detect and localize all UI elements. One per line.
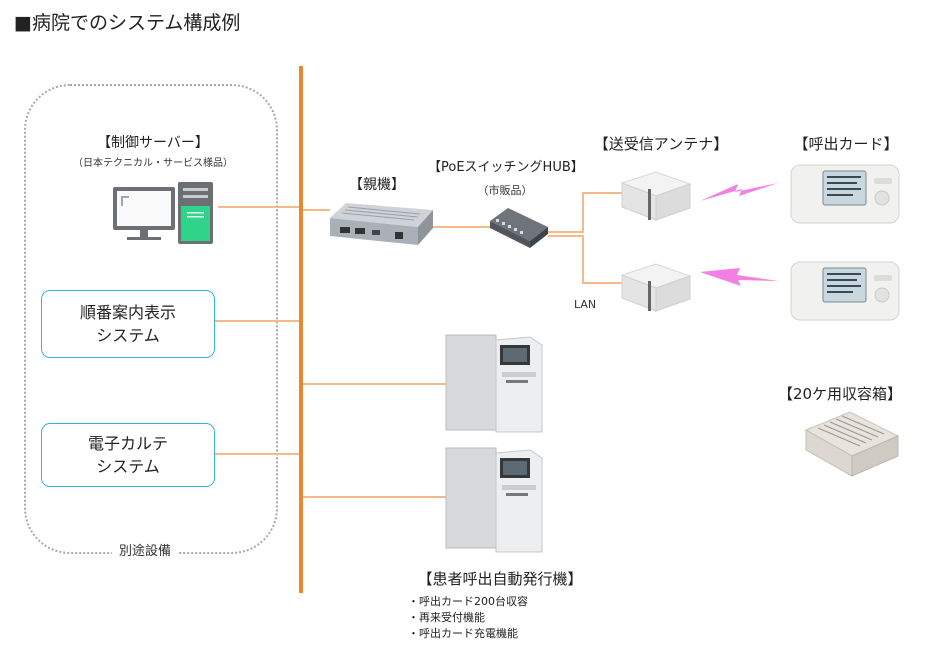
link-hub-antenna-1	[548, 192, 622, 233]
emr-system-line1: 電子カルテ	[87, 434, 168, 453]
display-system-line2: システム	[96, 326, 160, 345]
kiosk-feature-item: ・再来受付機能	[408, 611, 485, 624]
group-label: 別途設備	[112, 540, 179, 559]
parent-title: 【親機】	[349, 177, 405, 193]
server-title: 【制御サーバー】	[97, 135, 209, 151]
kiosk-feature-list: ・呼出カード200台収容 ・再来受付機能 ・呼出カード充電機能	[408, 594, 528, 642]
emr-system-box: 電子カルテ システム	[41, 423, 215, 487]
wireless-signal-icon	[700, 183, 778, 286]
network-backbone	[299, 66, 303, 593]
kiosk-feature-item: ・呼出カード充電機能	[408, 627, 518, 640]
display-system-box: 順番案内表示 システム	[41, 290, 215, 358]
display-system-line1: 順番案内表示	[79, 303, 176, 322]
page-title: ■病院でのシステム構成例	[14, 12, 241, 34]
antenna-title: 【送受信アンテナ】	[593, 135, 729, 153]
card-title: 【呼出カード】	[793, 135, 899, 153]
storage-title: 【20ケ用収容箱】	[777, 385, 903, 403]
link-hub-antenna-2	[548, 235, 622, 284]
kiosk-title: 【患者呼出自動発行機】	[417, 570, 583, 588]
lan-label: LAN	[574, 298, 597, 311]
hub-title: 【PoEスイッチングHUB】	[428, 160, 584, 175]
hub-note: （市販品）	[477, 184, 533, 197]
server-note: （日本テクニカル・サービス様品）	[73, 158, 233, 169]
kiosk-feature-item: ・呼出カード200台収容	[408, 595, 528, 608]
emr-system-line2: システム	[96, 457, 160, 476]
